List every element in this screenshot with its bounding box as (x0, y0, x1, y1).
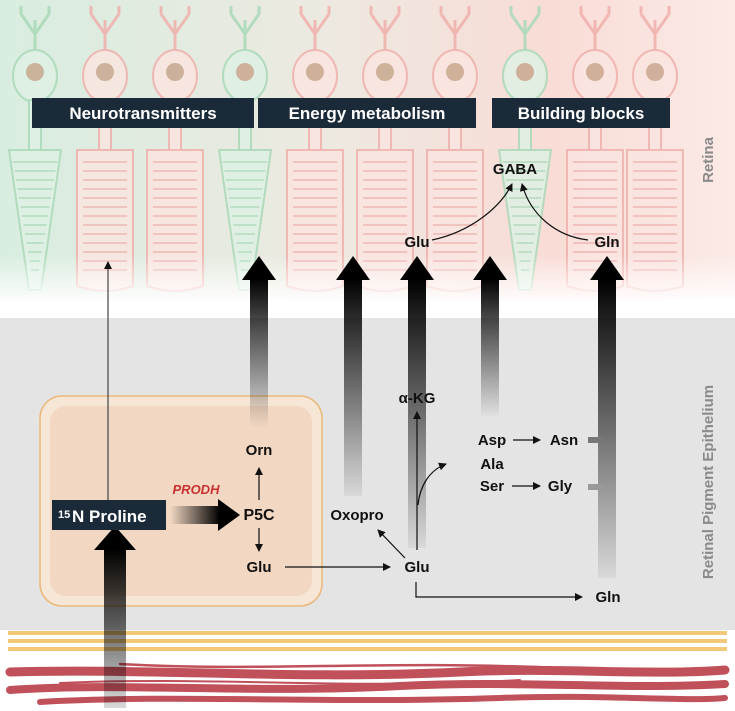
metabolite-labels: GABA Glu Gln α-KG Asp Asn Ala Ser Gly Or… (243, 161, 620, 606)
retina-layer (0, 0, 735, 300)
glu-rpe-label: Glu (247, 559, 272, 576)
orn-label: Orn (246, 442, 273, 459)
gln-arrow (590, 256, 624, 578)
ala-label: Ala (480, 456, 504, 473)
retina-region-label: Retina (700, 136, 717, 183)
transport-stubs (588, 437, 604, 490)
oxopro-label: Oxopro (330, 507, 383, 524)
orn-arrow (242, 256, 276, 428)
reaction-arrows (255, 183, 589, 601)
akg-label: α-KG (399, 390, 436, 407)
header-building-blocks: Building blocks (492, 98, 670, 128)
gln-bottom-label: Gln (596, 589, 621, 606)
oxopro-arrow (336, 256, 370, 496)
enzyme-prodh: PRODH (173, 482, 221, 497)
header-energy-metabolism: Energy metabolism (258, 98, 476, 128)
ser-label: Ser (480, 478, 504, 495)
glu-center-label: Glu (405, 559, 430, 576)
gly-label: Gly (548, 478, 573, 495)
header-neurotransmitters: Neurotransmitters (32, 98, 254, 128)
header-neurotransmitters-label: Neurotransmitters (69, 104, 216, 123)
header-energy-label: Energy metabolism (289, 104, 446, 123)
bruchs-membrane (8, 631, 727, 651)
asp-arrow (473, 256, 507, 418)
prodh-arrow (170, 499, 240, 531)
proline-input-arrow (94, 526, 136, 708)
proline-label: 15 N Proline (52, 500, 166, 530)
header-building-label: Building blocks (518, 104, 645, 123)
gaba-label: GABA (493, 161, 537, 178)
p5c-label: P5C (243, 507, 275, 524)
asp-label: Asp (478, 432, 506, 449)
rpe-region-label: Retinal Pigment Epithelium (700, 385, 717, 579)
glu-retina-label: Glu (405, 234, 430, 251)
proline-isotope: 15 (58, 509, 70, 521)
asn-label: Asn (550, 432, 578, 449)
gln-retina-label: Gln (595, 234, 620, 251)
proline-name: N Proline (72, 507, 147, 526)
